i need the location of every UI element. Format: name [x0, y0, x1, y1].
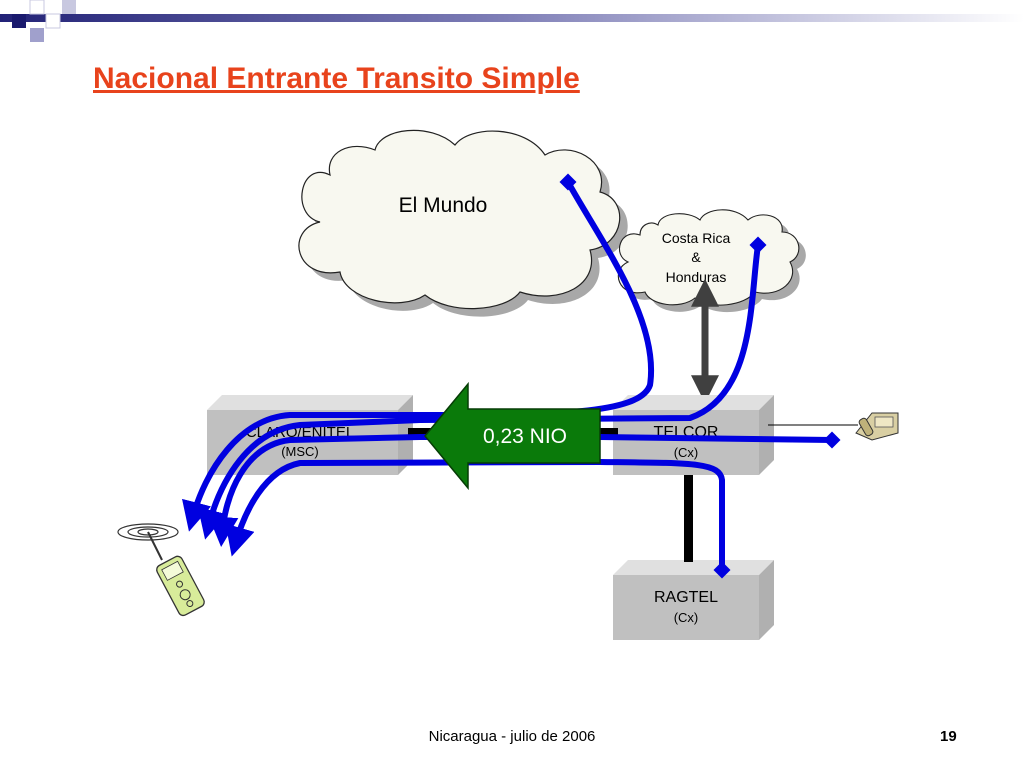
flow-ragtel — [225, 458, 725, 573]
cloud-cr-label-line2: & — [691, 249, 701, 265]
flow-telephone — [208, 434, 835, 547]
mobile-phone-icon — [117, 523, 205, 617]
node-telcor-sub: (Cx) — [674, 445, 699, 460]
node-ragtel-box — [613, 560, 774, 640]
header-decoration — [0, 0, 1024, 42]
cloud-el-mundo-label: El Mundo — [399, 194, 488, 217]
telephone-icon — [855, 412, 899, 441]
cloud-cr-label-line3: Honduras — [666, 269, 727, 285]
node-ragtel-name: RAGTEL — [654, 589, 718, 606]
flow-origin-markers — [559, 173, 841, 579]
node-ragtel-sub: (Cx) — [674, 610, 699, 625]
node-msc-sub: (MSC) — [281, 444, 319, 459]
cloud-costa-rica-honduras — [617, 209, 806, 313]
cloud-el-mundo — [298, 129, 628, 317]
tariff-arrow — [424, 381, 601, 491]
link-telcor-ragtel — [684, 475, 693, 562]
tariff-label: 0,23 NIO — [483, 425, 567, 448]
cloud-cr-label-line1: Costa Rica — [662, 230, 731, 246]
page-number: 19 — [940, 728, 957, 745]
flow-costa-rica — [197, 242, 761, 540]
slide-footer: Nicaragua - julio de 2006 — [428, 728, 596, 745]
slide-title: Nacional Entrante Transito Simple — [93, 62, 580, 95]
